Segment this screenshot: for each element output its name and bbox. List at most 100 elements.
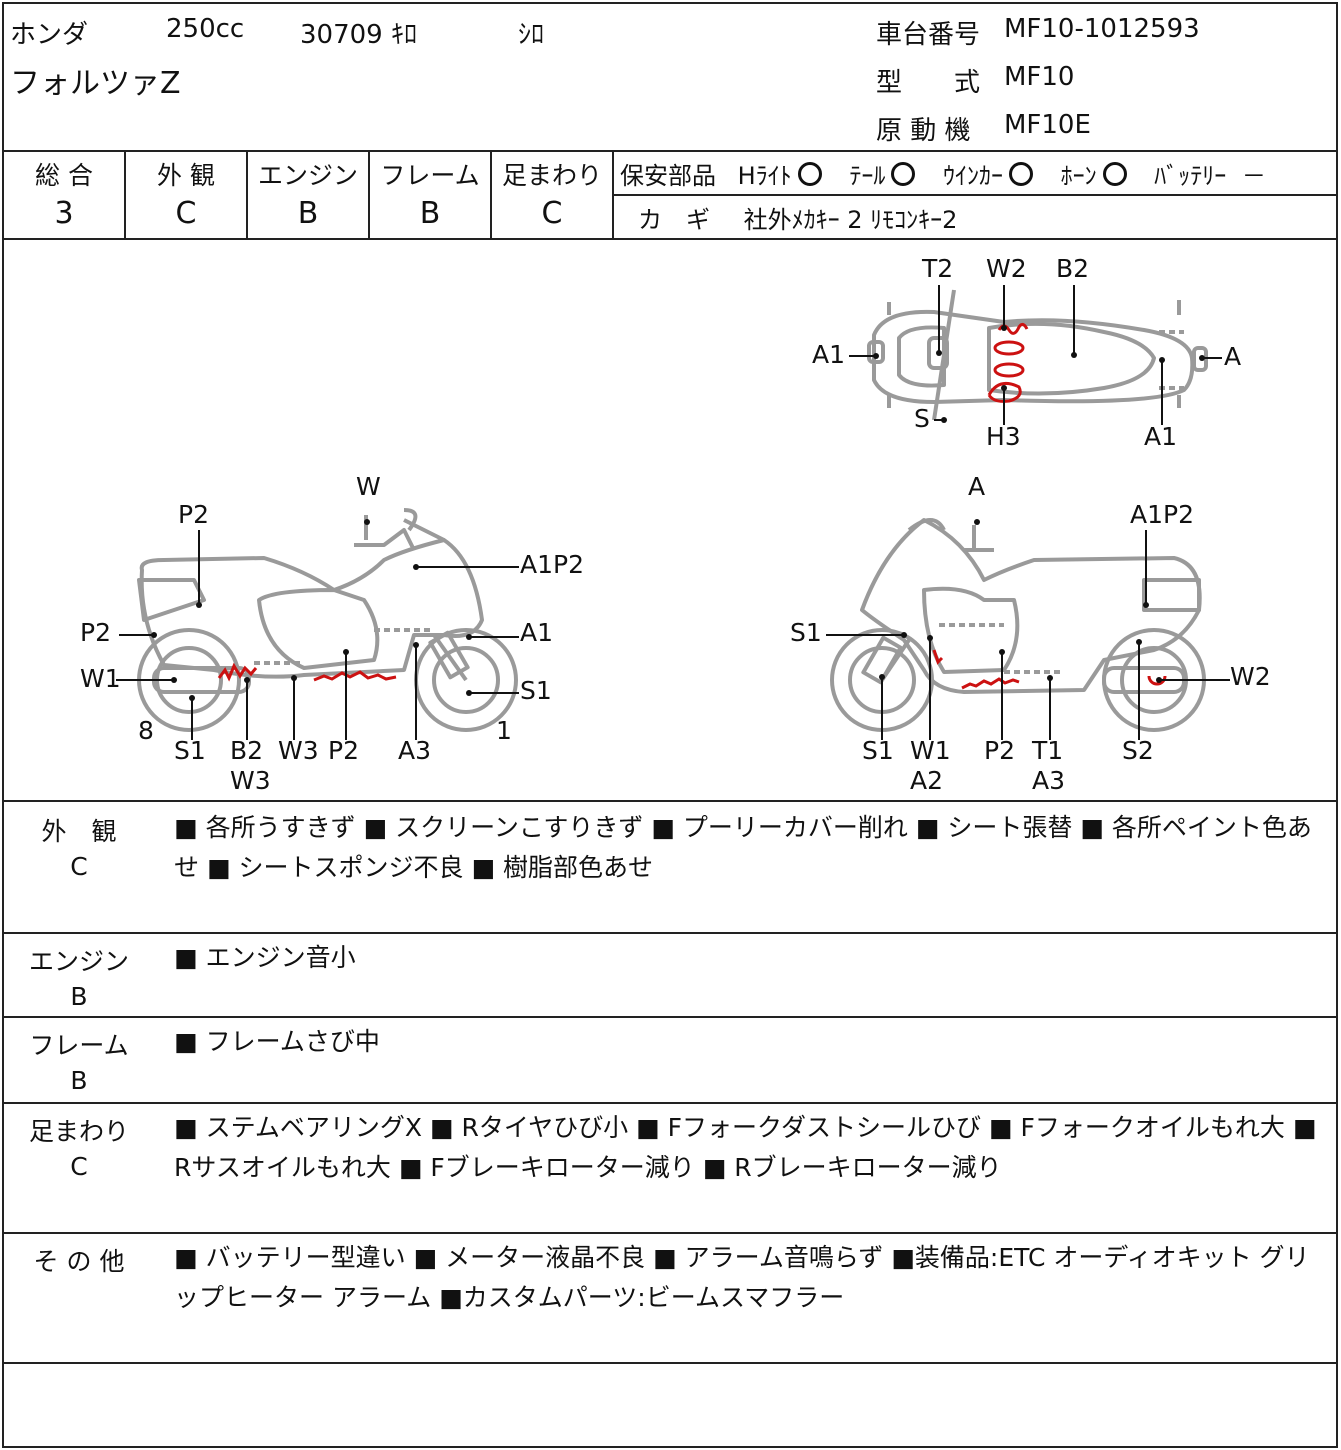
model-name: フォルツァZ: [10, 66, 181, 101]
diagram-label: S: [914, 404, 930, 433]
grade-engine-value: B: [297, 196, 319, 231]
diagram-label: P2: [328, 736, 359, 765]
diagram-label: S2: [1122, 736, 1154, 765]
section-other-text: ■ バッテリー型違い ■ メーター液晶不良 ■ アラーム音鳴らず ■装備品:ET…: [174, 1243, 1310, 1312]
divider: [368, 150, 370, 238]
leader-lines: [116, 285, 1230, 740]
diagram-label: S1: [862, 736, 894, 765]
left-view-bike: [137, 508, 518, 732]
safety-item-winker: ｳｲﾝｶｰ: [942, 162, 1003, 190]
diagram-label: A: [1224, 342, 1242, 371]
grade-suspension-value: C: [541, 196, 563, 231]
divider: [4, 1362, 1336, 1364]
divider: [4, 1232, 1336, 1234]
ok-circle-icon: [1008, 162, 1033, 186]
diagram-label: W3: [278, 736, 319, 765]
divider: [614, 194, 1336, 196]
section-engine-label: エンジン: [28, 947, 129, 976]
diagram-label: S1: [174, 736, 206, 765]
diagram-label: A1P2: [1130, 500, 1194, 529]
grade-exterior-label: 外 観: [157, 161, 215, 190]
divider: [4, 238, 1336, 240]
bike-diagrams: [116, 285, 1230, 740]
divider: [4, 932, 1336, 934]
grade-overall-value: 3: [54, 196, 74, 231]
safety-row: 保安部品 Hﾗｲﾄ ﾃｰﾙ ｳｲﾝｶｰ ﾎｰﾝ ﾊﾞｯﾃﾘｰ －: [620, 156, 1266, 191]
divider: [4, 1016, 1336, 1018]
diagram-label: B2: [1056, 254, 1090, 283]
divider: [490, 150, 492, 238]
diagram-label: W: [356, 472, 381, 501]
type-value: MF10: [1004, 62, 1075, 92]
diagram-label: W2: [986, 254, 1027, 283]
maker: ホンダ: [10, 20, 89, 50]
diagram-label: A2: [910, 766, 944, 795]
diagram-label: W3: [230, 766, 271, 795]
diagram-label: W1: [80, 664, 121, 693]
diagram-label: A1: [812, 340, 846, 369]
diagram-label: A: [968, 472, 986, 501]
safety-item-battery: ﾊﾞｯﾃﾘｰ: [1154, 162, 1227, 190]
mileage: 30709 ｷﾛ: [300, 20, 417, 50]
safety-item-battery-status: －: [1241, 162, 1266, 190]
key-value: 社外ﾒｶｷｰ 2 ﾘﾓｺﾝｷｰ2: [743, 206, 958, 234]
diagram-label: W2: [1230, 662, 1271, 691]
diagram-label: 8: [138, 716, 154, 745]
diagram-label: T2: [922, 254, 954, 283]
ok-circle-icon: [891, 162, 916, 186]
grade-overall-label: 総 合: [35, 161, 93, 190]
right-view-bike: [830, 518, 1206, 732]
top-view-bike: [867, 289, 1208, 421]
key-label: カ ギ: [638, 206, 710, 234]
safety-item-horn: ﾎｰﾝ: [1060, 162, 1097, 190]
diagram-label: A3: [1032, 766, 1066, 795]
diagram-label: A1P2: [520, 550, 584, 579]
engine-label: 原 動 機: [876, 116, 971, 146]
section-other-label: そ の 他: [33, 1247, 125, 1276]
safety-item-tail: ﾃｰﾙ: [849, 162, 886, 190]
diagram-label: S1: [790, 618, 822, 647]
diagram-label: H3: [986, 422, 1021, 451]
diagram-label: 1: [496, 716, 512, 745]
frame-no-label: 車台番号: [876, 20, 981, 50]
diagram-label: A3: [398, 736, 432, 765]
safety-item-headlight: Hﾗｲﾄ: [737, 162, 792, 190]
grade-frame-value: B: [419, 196, 441, 231]
divider: [246, 150, 248, 238]
diagram-label: A1: [1144, 422, 1178, 451]
section-frame-grade: B: [70, 1066, 88, 1095]
marker-dots: [151, 325, 1205, 701]
engine-value: MF10E: [1004, 110, 1091, 140]
section-engine-text: ■ エンジン音小: [174, 943, 356, 972]
grade-exterior-value: C: [175, 196, 197, 231]
safety-label: 保安部品: [620, 162, 716, 190]
type-label: 型 式: [876, 68, 981, 98]
ok-circle-icon: [1102, 162, 1127, 186]
section-suspension-text: ■ ステムベアリングX ■ Rタイヤひび小 ■ Fフォークダストシールひび ■ …: [174, 1113, 1317, 1182]
section-exterior-label: 外 観: [41, 817, 117, 846]
diagram-label: B2: [230, 736, 264, 765]
left-view-damage: [217, 662, 397, 682]
divider: [4, 1102, 1336, 1104]
divider: [4, 800, 1336, 802]
diagram-label: W1: [910, 736, 951, 765]
displacement: 250cc: [166, 14, 245, 44]
diagram-label: P2: [80, 618, 111, 647]
section-frame-text: ■ フレームさび中: [174, 1027, 380, 1056]
key-row: カ ギ 社外ﾒｶｷｰ 2 ﾘﾓｺﾝｷｰ2: [638, 200, 957, 235]
right-view-damage: [932, 649, 1167, 690]
diagram-label: T1: [1032, 736, 1064, 765]
divider: [124, 150, 126, 238]
section-suspension-label: 足まわり: [28, 1117, 129, 1146]
section-suspension-grade: C: [70, 1152, 88, 1181]
frame-no: MF10-1012593: [1004, 14, 1200, 44]
diagram-label: A1: [520, 618, 554, 647]
color: ｼﾛ: [518, 20, 545, 50]
diagram-label: P2: [178, 500, 209, 529]
section-engine-grade: B: [70, 982, 88, 1011]
section-frame-label: フレーム: [29, 1031, 129, 1060]
diagram-label: P2: [984, 736, 1015, 765]
section-exterior-text: ■ 各所うすきず ■ スクリーンこすりきず ■ プーリーカバー削れ ■ シート張…: [174, 813, 1312, 882]
grade-engine-label: エンジン: [257, 161, 358, 190]
